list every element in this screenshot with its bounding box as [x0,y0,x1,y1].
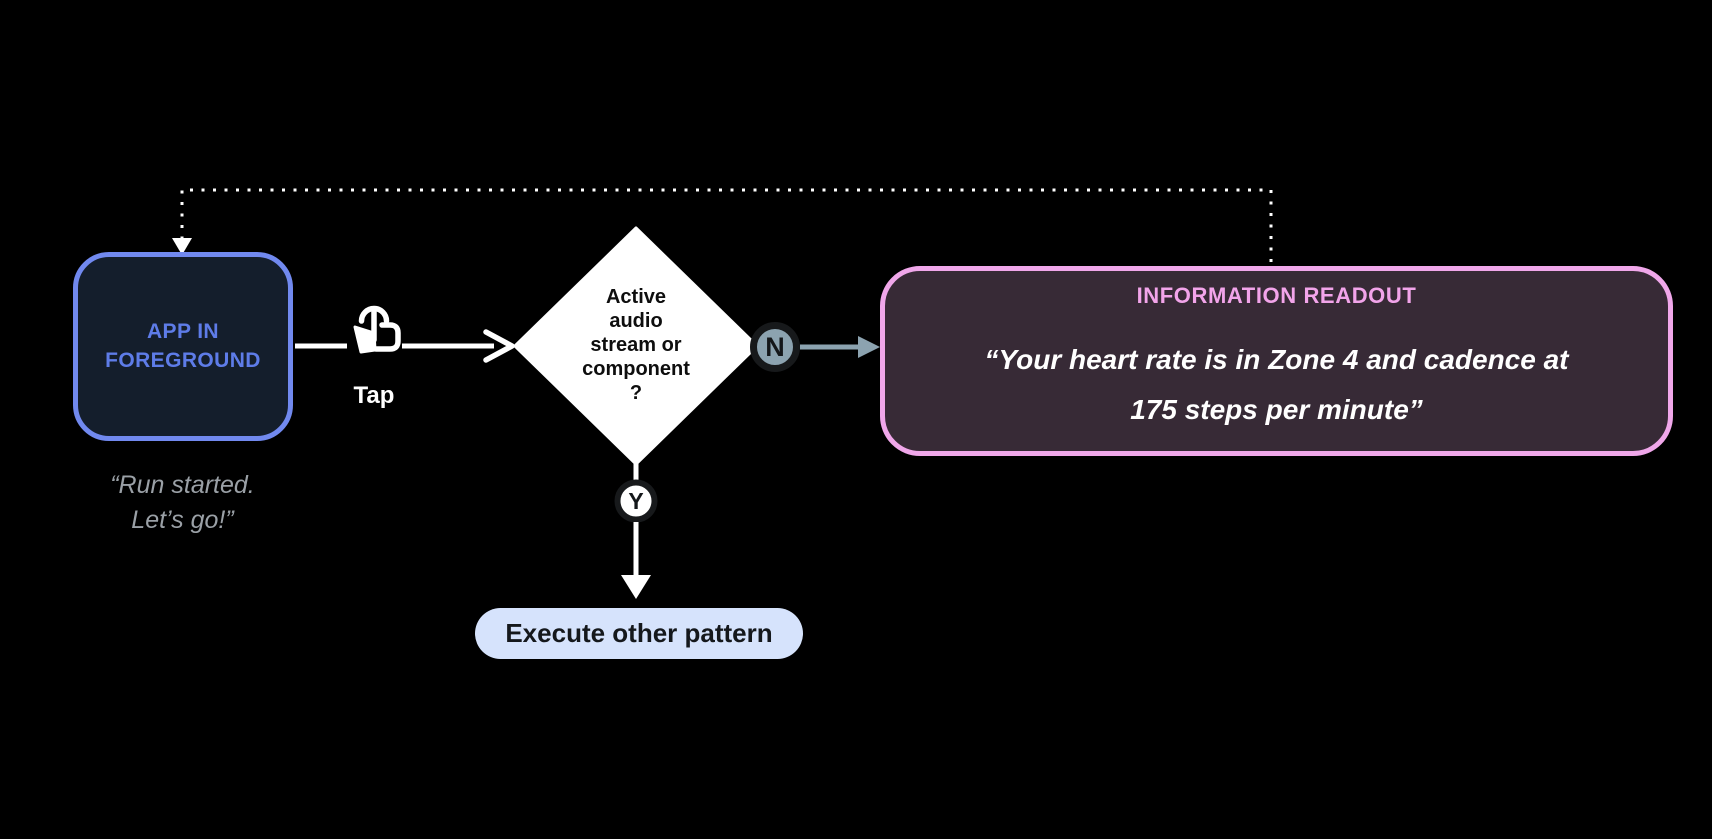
app-caption-line2: Let’s go!” [131,506,234,534]
information-readout-quote-line2: 175 steps per minute” [1130,394,1423,425]
decision-text-line2: audio [609,310,663,332]
readout-loop-dotted-path [180,188,1273,262]
app-in-foreground-label-line1: APP IN [146,320,220,344]
yes-branch-circle [614,479,658,523]
app-caption: “Run started. Let’s go!” [30,468,335,538]
information-readout-quote: “Your heart rate is in Zone 4 and cadenc… [885,335,1668,435]
app-caption-line1: “Run started. [110,471,255,499]
decision-text-line5: ? [629,382,643,404]
decision-text-line4: component [582,358,690,380]
no-branch-label: N [765,331,785,362]
app-in-foreground-label-line2: FOREGROUND [105,348,261,372]
decision-diamond-text: Active audio stream or component ? [551,285,721,405]
decision-text-line1: Active [605,286,667,308]
information-readout-node: INFORMATION READOUT “Your heart rate is … [880,266,1673,456]
execute-other-pattern-node: Execute other pattern [475,608,803,659]
yes-branch-label: Y [628,487,644,514]
tap-gesture-icon-hand [353,325,377,354]
readout-loop-arrowhead [172,238,192,255]
execute-other-pattern-label: Execute other pattern [505,618,773,648]
no-branch-arrowhead [858,336,880,358]
app-in-foreground-node: APP IN FOREGROUND [73,252,293,441]
decision-text-line3: stream or [590,334,682,356]
no-branch-circle [750,322,800,372]
information-readout-title: INFORMATION READOUT [1136,283,1417,308]
tap-to-decision-arrowhead [483,329,515,363]
information-readout-quote-line1: “Your heart rate is in Zone 4 and cadenc… [984,344,1569,375]
yes-branch-arrowhead [621,575,651,599]
tap-edge-label: Tap [353,382,395,409]
